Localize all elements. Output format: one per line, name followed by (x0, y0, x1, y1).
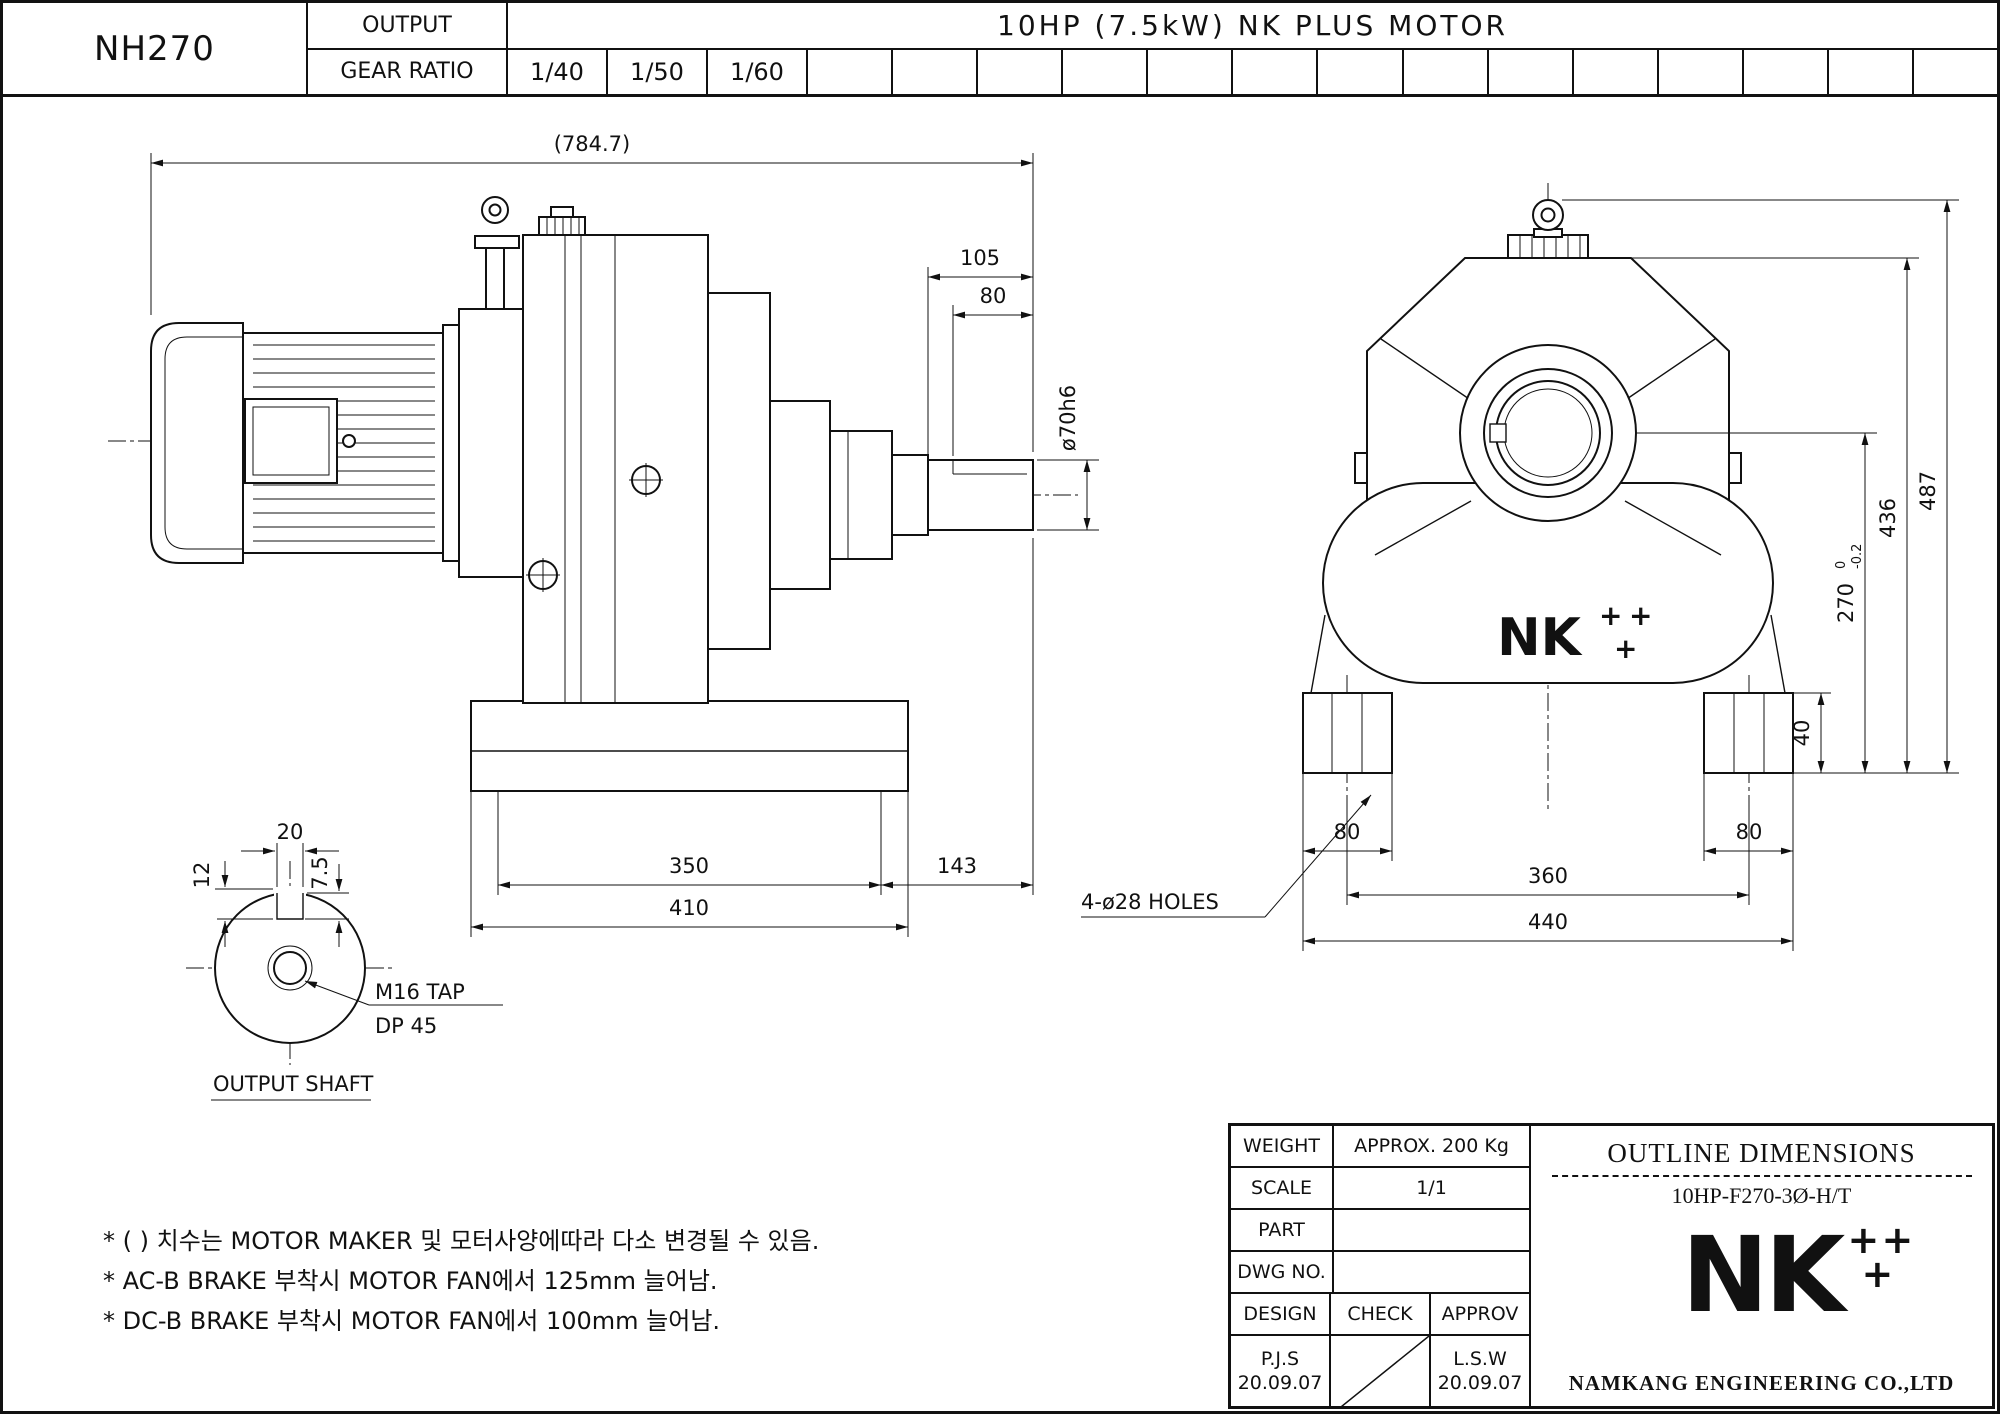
side-view-dimensions: (784.7) 105 80 ø70h6 350 143 410 (150, 132, 1099, 937)
approv-name: L.S.W (1453, 1348, 1507, 1370)
scale-value: 1/1 (1416, 1177, 1447, 1199)
gear-ratio-empty-cell (1489, 49, 1574, 94)
svg-text:+: + (1629, 599, 1652, 632)
output-label: OUTPUT (308, 3, 506, 50)
gear-ratio-empty-cell (893, 49, 979, 94)
design-date: 20.09.07 (1237, 1372, 1323, 1394)
note-line: * DC-B BRAKE 부착시 MOTOR FAN에서 100mm 늘어남. (103, 1307, 721, 1335)
note-line: * ( ) 치수는 MOTOR MAKER 및 모터사양에따라 다소 변경될 수… (103, 1227, 820, 1255)
check-signature (1331, 1336, 1431, 1406)
gear-ratio-empty-cell (1063, 49, 1149, 94)
approv-signature: L.S.W 20.09.07 (1431, 1336, 1529, 1406)
front-view: NK + + + (1302, 183, 1794, 813)
part-value (1334, 1210, 1529, 1250)
shaft-detail-caption: OUTPUT SHAFT (213, 1072, 373, 1096)
dim-foot-80-right: 80 (1736, 820, 1763, 844)
approv-label: APPROV (1441, 1303, 1519, 1325)
header-table: NH270 OUTPUT GEAR RATIO 10HP (7.5kW) NK … (3, 3, 1997, 97)
weight-label: WEIGHT (1231, 1126, 1334, 1166)
notes: * ( ) 치수는 MOTOR MAKER 및 모터사양에따라 다소 변경될 수… (103, 1221, 819, 1341)
svg-text:0: 0 (1834, 561, 1849, 569)
gear-ratio-empty-cell (1318, 49, 1404, 94)
dim-overall-length: (784.7) (554, 132, 631, 156)
gear-ratio-value: 1/50 (608, 49, 708, 94)
side-view (108, 196, 1078, 792)
model-number: NH270 (3, 3, 308, 94)
design-signature: P.J.S 20.09.07 (1231, 1336, 1331, 1406)
nk-logo-plus: + (1861, 1252, 1894, 1296)
header-main: 10HP (7.5kW) NK PLUS MOTOR 1/40 1/50 1/6… (508, 3, 1997, 94)
dim-base-410: 410 (669, 896, 709, 920)
check-label: CHECK (1331, 1294, 1431, 1334)
diagonal-slash (1340, 1336, 1429, 1406)
weight-value: APPROX. 200 Kg (1354, 1135, 1509, 1157)
dim-base-350: 350 (669, 854, 709, 878)
dwg-no-value (1334, 1252, 1529, 1292)
dim-key-12: 12 (190, 862, 214, 889)
svg-text:270: 270 (1834, 583, 1858, 623)
svg-text:-0.2: -0.2 (1850, 544, 1865, 569)
tap-label: M16 TAP (375, 980, 465, 1004)
svg-text:+: + (1614, 632, 1637, 665)
nk-logo-front: NK + + + (1497, 599, 1652, 668)
design-name: P.J.S (1260, 1348, 1300, 1370)
company-name: NAMKANG ENGINEERING CO.,LTD (1568, 1371, 1955, 1395)
drawing-canvas: (784.7) 105 80 ø70h6 350 143 410 (108, 132, 1959, 1101)
gear-ratio-empty-cell (1148, 49, 1234, 94)
gear-ratio-empty-cell (1659, 49, 1744, 94)
dim-key-width: 20 (277, 820, 304, 844)
title-block-branding: OUTLINE DIMENSIONS 10HP-F270-3Ø-H/T NK +… (1531, 1126, 1992, 1406)
scale-label: SCALE (1231, 1168, 1334, 1208)
doc-number: 10HP-F270-3Ø-H/T (1671, 1183, 1852, 1208)
gear-ratio-value: 1/60 (708, 49, 808, 94)
dim-key-75: 7.5 (308, 856, 332, 889)
dim-height-487: 487 (1916, 471, 1940, 511)
title-block-table: WEIGHT APPROX. 200 Kg SCALE 1/1 PART DWG… (1231, 1126, 1531, 1406)
design-label: DESIGN (1231, 1294, 1331, 1334)
dim-foot-80-left: 80 (1334, 820, 1361, 844)
dim-height-436: 436 (1876, 498, 1900, 538)
header-labels: OUTPUT GEAR RATIO (308, 3, 508, 94)
svg-text:+: + (1599, 599, 1622, 632)
title-block: WEIGHT APPROX. 200 Kg SCALE 1/1 PART DWG… (1228, 1123, 1995, 1409)
holes-note: 4-ø28 HOLES (1081, 890, 1219, 914)
svg-text:NK: NK (1497, 608, 1583, 668)
gear-ratio-label: GEAR RATIO (340, 59, 474, 85)
gear-ratio-empty-cell (978, 49, 1064, 94)
gear-ratio-empty-cell (1404, 49, 1489, 94)
nk-logo-plus: + (1881, 1218, 1914, 1262)
gear-ratio-empty-cell (1744, 49, 1829, 94)
nk-logo-plus: + (1847, 1218, 1880, 1262)
dim-base-width-440: 440 (1528, 910, 1568, 934)
part-label: PART (1231, 1210, 1334, 1250)
doc-title-rule (1551, 1175, 1972, 1177)
dim-hole-span-360: 360 (1528, 864, 1568, 888)
gear-ratio-empty-cell (1233, 49, 1319, 94)
nk-logo-text: NK (1681, 1214, 1846, 1336)
output-shaft-detail: 20 12 7.5 M16 TAP DP 45 OUTPUT SHAFT (186, 820, 503, 1101)
dim-key-length: 80 (980, 284, 1007, 308)
gear-ratio-row: 1/40 1/50 1/60 (508, 49, 1997, 95)
nk-logo-titleblock: NK + + + (1682, 1221, 1914, 1343)
front-view-dimensions: 487 436 270 0 -0.2 40 80 80 360 440 (1081, 199, 1959, 951)
dim-center-height-270: 270 0 -0.2 (1834, 544, 1865, 623)
doc-title: OUTLINE DIMENSIONS (1607, 1138, 1916, 1168)
dim-base-143: 143 (937, 854, 977, 878)
tap-depth-label: DP 45 (375, 1014, 437, 1038)
dim-shaft-diameter: ø70h6 (1056, 385, 1080, 451)
dwg-no-label: DWG NO. (1231, 1252, 1334, 1292)
gear-ratio-value: 1/40 (508, 49, 608, 94)
drawing-title: 10HP (7.5kW) NK PLUS MOTOR (508, 3, 1997, 50)
approv-date: 20.09.07 (1437, 1372, 1523, 1394)
gear-ratio-empty-cell (1829, 49, 1915, 94)
note-line: * AC-B BRAKE 부착시 MOTOR FAN에서 125mm 늘어남. (103, 1267, 718, 1295)
dim-foot-height-40: 40 (1790, 720, 1814, 747)
gear-ratio-empty-cell (1574, 49, 1659, 94)
gear-ratio-empty-cell (808, 49, 894, 94)
gear-ratio-empty-cell (1914, 50, 1997, 95)
dim-shaft-length: 105 (960, 246, 1000, 270)
